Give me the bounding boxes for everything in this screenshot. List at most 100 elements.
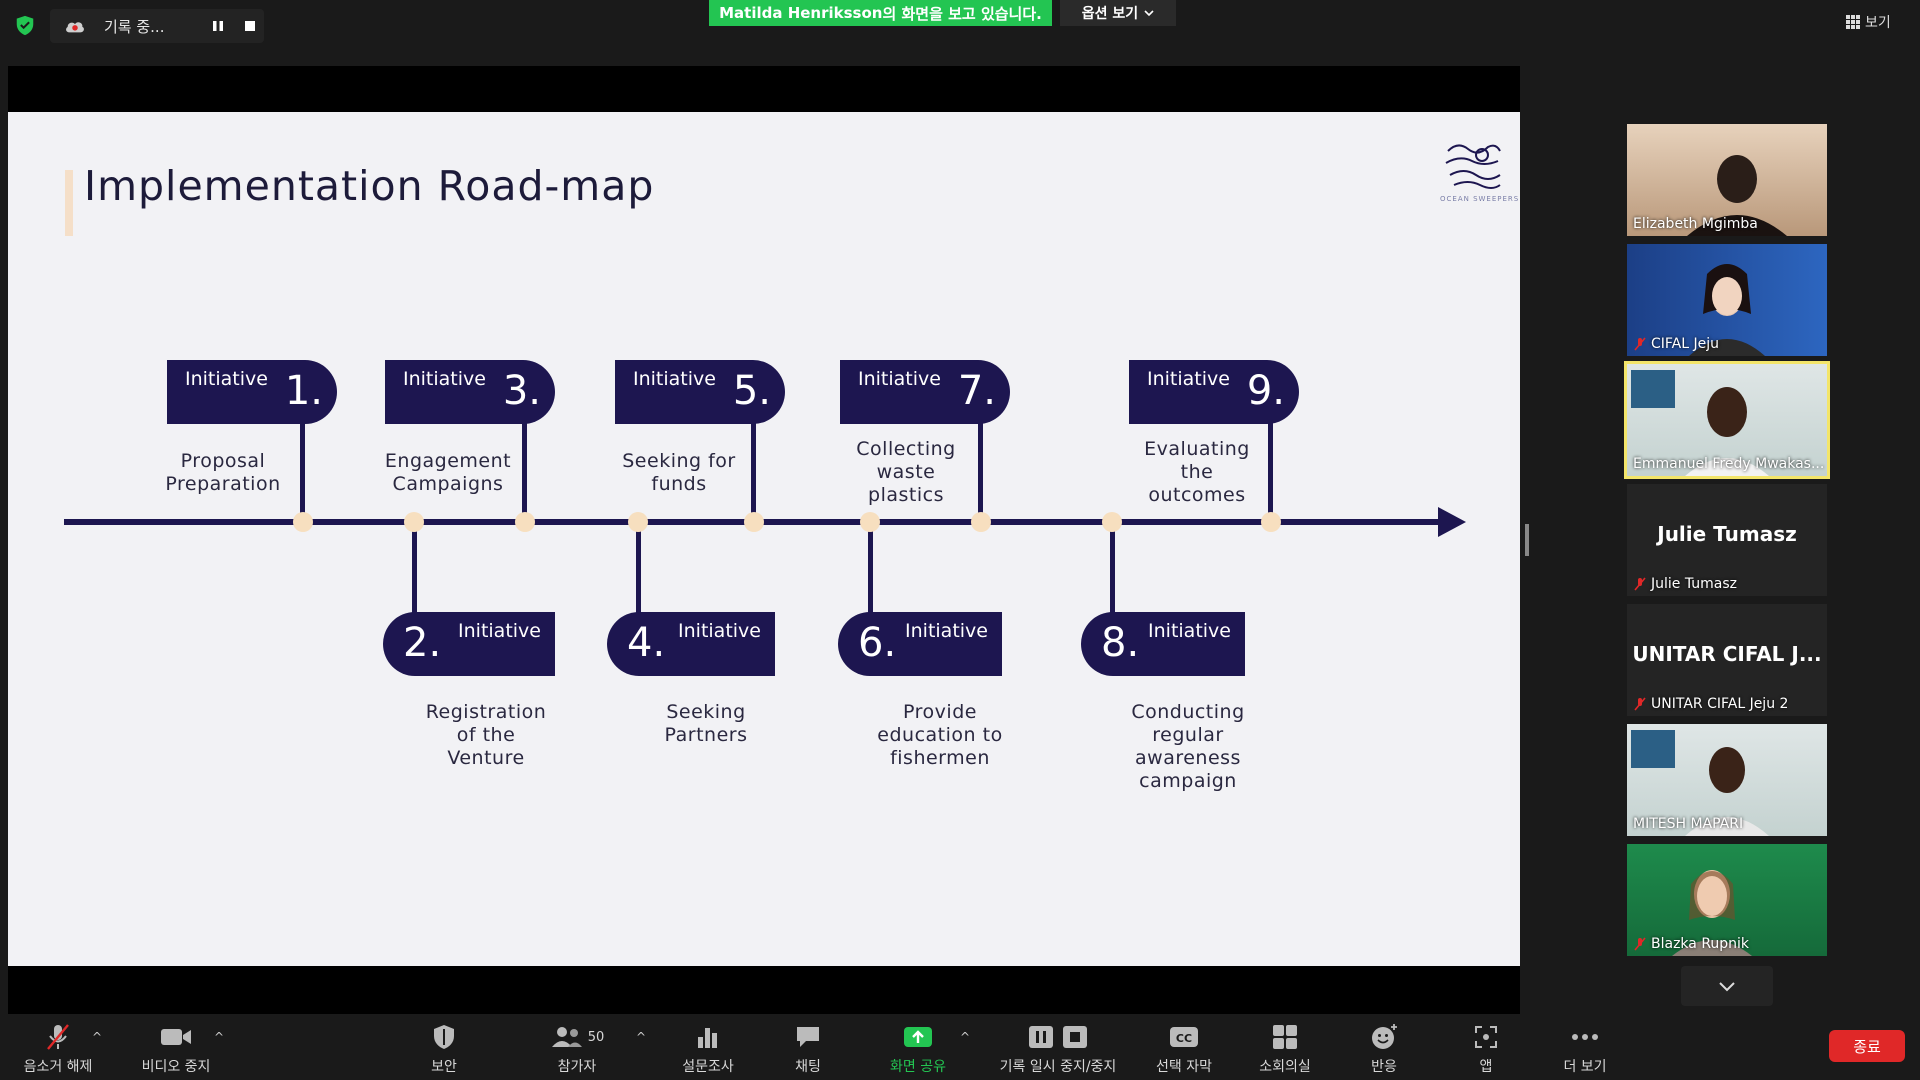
share-banner-suffix: 의 화면을 보고 있습니다. [882,4,1042,23]
timeline-arrow-icon [1438,507,1466,537]
participant-name: Blazka Rupnik [1633,936,1749,952]
timeline-stem [1110,522,1115,627]
timeline-dot [293,512,313,532]
unmute-label: 음소거 해제 [23,1059,93,1075]
participant-tile-active-speaker[interactable]: Emmanuel Fredy Mwakas... [1624,361,1830,479]
view-options-label: 옵션 보기 [1081,6,1139,22]
title-accent-bar [65,170,73,236]
view-options-button[interactable]: 옵션 보기 [1060,0,1176,26]
initiative-number: 9. [1246,368,1285,414]
participant-name: Julie Tumasz [1633,576,1737,592]
initiative-number: 5. [732,368,771,414]
initiative-1-box: Initiative 1. [167,360,337,424]
participant-tile[interactable]: MITESH MAPARI [1627,724,1827,836]
reactions-label: 반응 [1371,1059,1397,1075]
apps-button[interactable]: 앱 [1458,1022,1514,1078]
apps-label: 앱 [1479,1059,1493,1075]
initiative-number: 4. [627,620,666,666]
initiative-1-label: Proposal Preparation [165,450,281,495]
initiative-7-label: Collecting waste plastics [856,438,956,506]
stop-recording-button[interactable] [238,14,262,38]
person-silhouette-icon [1687,155,1787,236]
apps-icon [1475,1026,1497,1048]
participants-button[interactable]: 50 참가자 [542,1022,612,1078]
share-screen-icon [904,1027,932,1047]
breakout-rooms-button[interactable]: 소회의실 [1250,1022,1320,1078]
recording-controls-button[interactable]: 기록 일시 중지/중지 [988,1022,1128,1078]
initiative-5-box: Initiative 5. [615,360,785,424]
unmute-button[interactable]: 음소거 해제 [14,1022,102,1078]
end-label: 종료 [1853,1037,1881,1056]
logo-text: OCEAN SWEEPERS [1440,195,1520,203]
initiative-4-box: 4. Initiative [607,612,775,676]
security-button[interactable]: 보안 [414,1022,474,1078]
initiative-word: Initiative [858,368,941,390]
mic-muted-icon [1634,937,1646,951]
timeline-dot [404,512,424,532]
closed-captions-button[interactable]: CC 선택 자막 [1148,1022,1220,1078]
initiative-word: Initiative [678,620,761,642]
share-screen-button[interactable]: 화면 공유 [878,1022,958,1078]
slide-title: Implementation Road-map [84,162,655,210]
panel-resize-handle[interactable] [1525,524,1529,556]
timeline-dot [971,512,991,532]
initiative-6-label: Provide education to fishermen [877,701,1003,769]
view-label: 보기 [1865,15,1891,31]
participant-name: MITESH MAPARI [1633,816,1744,832]
initiative-3-label: Engagement Campaigns [384,450,512,495]
participants-label: 참가자 [557,1059,597,1075]
participant-display-name: Julie Tumasz [1657,522,1797,546]
timeline-stem [868,522,873,627]
initiative-3-box: Initiative 3. [385,360,555,424]
participants-icon [551,1027,582,1047]
reactions-button[interactable]: 반응 [1354,1022,1414,1078]
shield-icon [434,1025,454,1049]
timeline-stem [522,422,527,522]
chat-button[interactable]: 채팅 [780,1022,836,1078]
initiative-8-label: Conducting regular awareness campaign [1131,701,1245,792]
pause-recording-button[interactable] [206,14,230,38]
participant-display-name: UNITAR CIFAL J... [1632,642,1822,666]
participant-name: Emmanuel Fredy Mwakas... [1633,456,1825,472]
reaction-smiley-icon [1372,1024,1397,1049]
timeline-dot [628,512,648,532]
more-button[interactable]: 더 보기 [1550,1022,1620,1078]
polls-button[interactable]: 설문조사 [672,1022,744,1078]
initiative-5-label: Seeking for funds [622,450,736,495]
participants-count: 50 [587,1029,605,1045]
timeline-dot [744,512,764,532]
timeline-stem [978,422,983,522]
video-options-caret-icon[interactable]: ^ [214,1030,225,1044]
person-silhouette-icon [1689,264,1765,356]
participants-options-caret-icon[interactable]: ^ [636,1030,647,1044]
timeline-stem [636,522,641,627]
timeline-dot [515,512,535,532]
initiative-6-box: 6. Initiative [838,612,1002,676]
breakout-rooms-icon [1273,1025,1297,1049]
view-layout-button[interactable]: 보기 [1846,10,1910,34]
scroll-participants-down-button[interactable] [1681,966,1773,1006]
timeline-stem [300,422,305,522]
end-meeting-button[interactable]: 종료 [1829,1030,1905,1062]
stop-video-button[interactable]: 비디오 중지 [128,1022,224,1078]
audio-options-caret-icon[interactable]: ^ [92,1030,103,1044]
mic-muted-icon [47,1024,69,1050]
participant-name: UNITAR CIFAL Jeju 2 [1633,696,1788,712]
more-dots-icon [1572,1034,1598,1040]
participant-tile[interactable]: Blazka Rupnik [1627,844,1827,956]
presentation-slide: Implementation Road-map OCEAN SWEEPERS I… [8,112,1520,966]
participant-tile[interactable]: CIFAL Jeju [1627,244,1827,356]
participant-tile[interactable]: UNITAR CIFAL J... UNITAR CIFAL Jeju 2 [1627,604,1827,716]
sharer-name: Matilda Henriksson [719,4,883,22]
person-silhouette-icon [1631,730,1769,836]
stop-video-label: 비디오 중지 [141,1059,211,1075]
participant-tile[interactable]: Julie Tumasz Julie Tumasz [1627,484,1827,596]
initiative-9-box: Initiative 9. [1129,360,1299,424]
security-shield-icon[interactable] [14,14,36,36]
share-options-caret-icon[interactable]: ^ [960,1030,971,1044]
meeting-toolbar: 음소거 해제 ^ 비디오 중지 ^ 보안 50 참가자 ^ 설문조사 채팅 화면… [0,1014,1920,1080]
participant-tile[interactable]: Elizabeth Mgimba [1627,124,1827,236]
initiative-8-box: 8. Initiative [1081,612,1245,676]
initiative-word: Initiative [403,368,486,390]
